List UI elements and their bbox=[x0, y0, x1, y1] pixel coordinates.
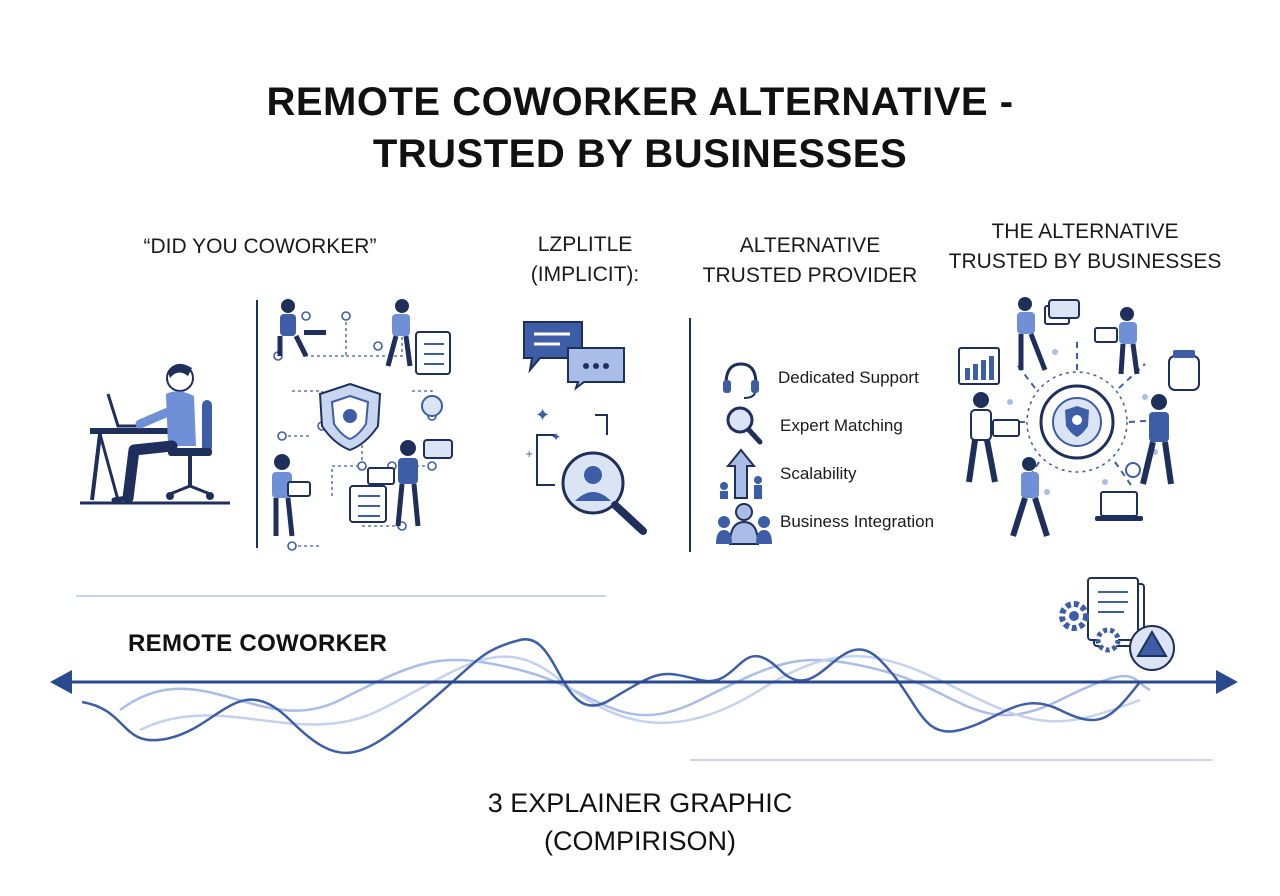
people-group-icon bbox=[716, 503, 772, 545]
svg-text:+: + bbox=[525, 449, 533, 460]
comparison-wave-band bbox=[50, 595, 1238, 761]
footer-caption: 3 EXPLAINER GRAPHIC (COMPIRISON) bbox=[0, 784, 1280, 860]
col1-heading: “DID YOU COWORKER” bbox=[143, 235, 377, 258]
col2-heading-line-2: (IMPLICIT): bbox=[530, 263, 640, 286]
feature-list: Dedicated Support Expert Matching Scalab… bbox=[716, 360, 946, 550]
col3-heading-line-2: TRUSTED PROVIDER bbox=[702, 264, 918, 287]
divider-line bbox=[256, 300, 258, 548]
feature-scalability: Scalability bbox=[780, 464, 857, 483]
feature-expert-matching: Expert Matching bbox=[780, 416, 903, 435]
headset-icon bbox=[723, 362, 759, 399]
gears-document-icon bbox=[1059, 577, 1175, 671]
footer-line-2: (COMPIRISON) bbox=[544, 826, 736, 856]
col3-heading: ALTERNATIVE TRUSTED PROVIDER bbox=[690, 231, 930, 291]
wave-label: REMOTE COWORKER bbox=[128, 630, 388, 657]
col4-heading: THE ALTERNATIVE TRUSTED BY BUSINESSES bbox=[935, 217, 1235, 277]
footer-line-1: 3 EXPLAINER GRAPHIC bbox=[487, 788, 793, 818]
chat-bubbles-icon bbox=[523, 321, 625, 391]
page-title: REMOTE COWORKER ALTERNATIVE - TRUSTED BY… bbox=[0, 76, 1280, 180]
col2-heading: LZPLITLE (IMPLICIT): bbox=[505, 230, 665, 290]
magnifier-icon bbox=[726, 406, 763, 445]
col4-heading-line-1: THE ALTERNATIVE bbox=[991, 220, 1179, 243]
divider-line bbox=[689, 318, 691, 552]
svg-text:✦: ✦ bbox=[551, 430, 561, 444]
trusted-hub-illustration bbox=[958, 297, 1200, 537]
col3-heading-line-1: ALTERNATIVE bbox=[739, 234, 881, 257]
title-line-2: TRUSTED BY BUSINESSES bbox=[372, 132, 908, 176]
svg-text:✦: ✦ bbox=[535, 405, 550, 426]
search-profile-icon: ✦ ✦ + bbox=[525, 405, 647, 535]
feature-dedicated-support: Dedicated Support bbox=[778, 368, 919, 387]
feature-business-integration: Business Integration bbox=[780, 512, 935, 531]
person-at-desk-illustration bbox=[80, 363, 230, 505]
coworker-network-illustration bbox=[272, 299, 453, 551]
title-line-1: REMOTE COWORKER ALTERNATIVE - bbox=[266, 80, 1014, 124]
growth-arrow-icon bbox=[720, 448, 762, 499]
col2-heading-line-1: LZPLITLE bbox=[537, 233, 633, 256]
col4-heading-line-2: TRUSTED BY BUSINESSES bbox=[948, 250, 1222, 273]
